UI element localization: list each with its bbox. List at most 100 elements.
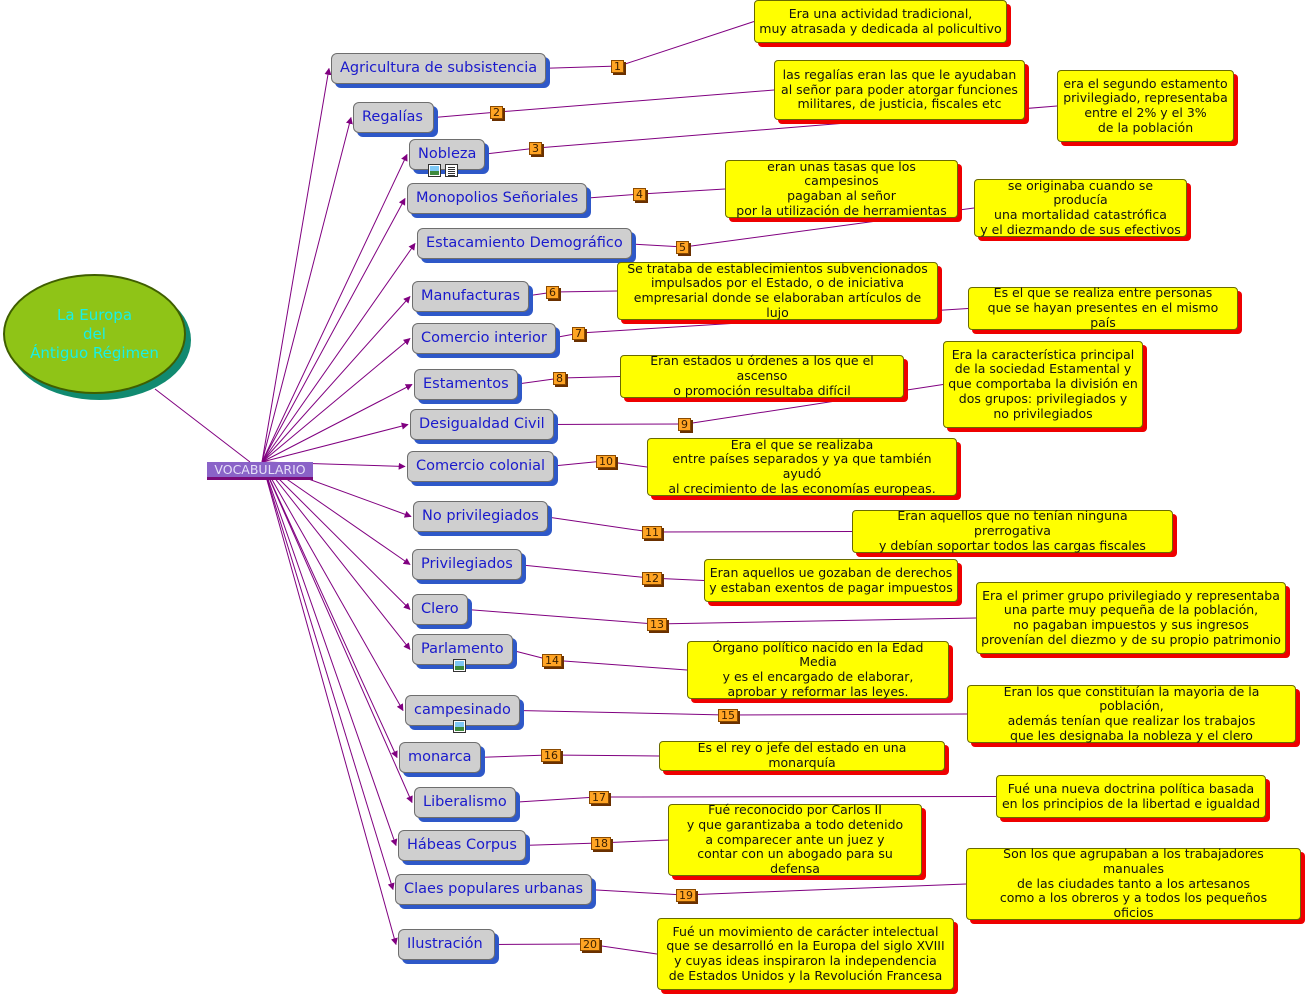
number-to-definition-link [725,713,968,716]
concept-node[interactable]: No privilegiados [413,501,548,532]
vocabulary-hub[interactable]: VOCABULARIO [207,462,313,480]
hub-to-concept-link [261,461,411,651]
link-number-badge[interactable]: 19 [676,889,696,902]
definition-note[interactable]: Era una actividad tradicional, muy atras… [754,0,1007,43]
link-number-badge[interactable]: 1 [611,60,624,73]
definition-note[interactable]: se originaba cuando se producía una mort… [974,178,1187,237]
definition-note[interactable]: Órgano político nacido en la Edad Media … [687,640,949,699]
concept-to-number-link [517,710,727,716]
concept-node[interactable]: Desigualdad Civil [410,409,554,440]
definition-note[interactable]: Es el que se realiza entre personas que … [968,286,1238,330]
hub-to-concept-link [261,295,411,463]
concept-to-number-link [466,609,656,625]
link-number-badge[interactable]: 15 [718,709,738,722]
concept-node[interactable]: Clero [412,594,468,625]
definition-note[interactable]: Era el que se realizaba entre países sep… [647,437,957,496]
concept-node[interactable]: Comercio interior [412,323,556,354]
definition-note[interactable]: Eran aquellos ue gozaban de derechos y e… [704,559,958,602]
concept-label: monarca [408,749,472,765]
concept-label: Monopolios Señoriales [416,190,579,206]
concept-node[interactable]: Agricultura de subsistencia [331,53,547,84]
link-number-badge[interactable]: 16 [541,749,561,762]
number-to-definition-link [560,376,621,379]
definition-note[interactable]: Eran los que constituían la mayoria de l… [967,684,1296,743]
concept-to-number-link [475,754,550,758]
link-number-badge[interactable]: 3 [529,142,542,155]
link-number-badge[interactable]: 6 [546,286,559,299]
link-number-badge[interactable]: 20 [580,938,600,951]
concept-node[interactable]: Claes populares urbanas [395,874,593,905]
link-number-badge[interactable]: 14 [542,654,562,667]
definition-note[interactable]: Era el primer grupo privilegiado y repre… [976,582,1286,654]
hub-to-concept-link [261,461,411,610]
link-number-badge[interactable]: 17 [589,791,609,804]
concept-label: Parlamento [421,641,504,657]
concept-label: Comercio interior [421,330,547,346]
concept-label: Regalías [362,109,423,125]
hub-to-concept-link [261,242,416,463]
concept-node[interactable]: Monopolios Señoriales [407,183,588,214]
concept-label: Liberalismo [423,794,507,810]
definition-note[interactable]: Son los que agrupaban a los trabajadores… [966,846,1301,920]
definition-note[interactable]: Se trataba de establecimientos subvencio… [617,261,938,320]
definition-note[interactable]: Fué un movimiento de carácter intelectua… [657,918,954,990]
link-number-badge[interactable]: 12 [642,572,662,585]
number-to-definition-link [553,290,618,293]
concept-to-number-link [587,889,685,896]
concept-label: Desigualdad Civil [419,416,545,432]
number-to-definition-link [649,531,853,533]
number-to-definition-link [549,659,688,671]
concept-to-number-link [537,65,620,69]
concept-label: Nobleza [418,146,477,162]
concept-node[interactable]: Manufacturas [412,281,530,312]
link-number-badge[interactable]: 13 [647,618,667,631]
concept-to-number-link [509,796,598,803]
definition-note[interactable]: eran unas tasas que los campesinos pagab… [725,159,958,218]
definition-note[interactable]: Era la característica principal de la so… [943,341,1143,428]
link-number-badge[interactable]: 2 [490,106,503,119]
link-number-badge[interactable]: 5 [676,241,689,254]
concept-label: Ilustración [407,936,483,952]
number-to-definition-link [596,796,997,798]
link-number-badge[interactable]: 10 [596,455,616,468]
concept-node[interactable]: Comercio colonial [407,451,555,482]
number-to-definition-link [618,21,755,67]
number-to-definition-link [683,883,967,896]
concept-label: No privilegiados [422,508,539,524]
main-topic-node[interactable]: La Europa del Ántiguo Régimen [3,274,186,394]
definition-note[interactable]: Fué una nueva doctrina política basada e… [996,775,1266,818]
image-icon[interactable] [428,164,441,177]
concept-node[interactable]: Liberalismo [414,787,516,818]
link-number-badge[interactable]: 8 [553,372,566,385]
definition-note[interactable]: Eran estados u órdenes a los que el asce… [620,354,904,398]
link-number-badge[interactable]: 11 [642,526,662,539]
link-number-badge[interactable]: 7 [572,327,585,340]
concept-node[interactable]: Hábeas Corpus [398,830,526,861]
concept-node[interactable]: Estamentos [414,369,518,400]
hub-to-concept-link [261,461,398,946]
hub-to-concept-link [261,461,398,847]
concept-node[interactable]: Regalías [353,102,434,133]
concept-node[interactable]: Privilegiados [412,549,522,580]
image-icon[interactable] [453,659,466,672]
hub-to-concept-link [261,461,404,712]
link-number-badge[interactable]: 4 [633,188,646,201]
concept-node[interactable]: Ilustración [398,929,495,960]
concept-node[interactable]: Estacamiento Demográfico [417,228,632,259]
document-icon[interactable] [445,164,458,177]
concept-node[interactable]: monarca [399,742,481,773]
link-number-badge[interactable]: 18 [591,837,611,850]
concept-label: Comercio colonial [416,458,546,474]
definition-note[interactable]: era el segundo estamento privilegiado, r… [1057,70,1234,142]
image-icon[interactable] [453,720,466,733]
concept-label: Clero [421,601,459,617]
definition-note[interactable]: Es el rey o jefe del estado en una monar… [659,740,945,771]
definition-note[interactable]: Fué reconocido por Carlos II y que garan… [668,802,922,876]
hub-to-concept-link [261,197,406,463]
definition-note[interactable]: las regalías eran las que le ayudaban al… [774,60,1025,120]
concept-label: Manufacturas [421,288,521,304]
concept-label: Claes populares urbanas [404,881,584,897]
link-number-badge[interactable]: 9 [678,418,691,431]
definition-note[interactable]: Eran aquellos que no tenían ninguna prer… [852,509,1173,553]
hub-to-concept-link [261,153,408,463]
